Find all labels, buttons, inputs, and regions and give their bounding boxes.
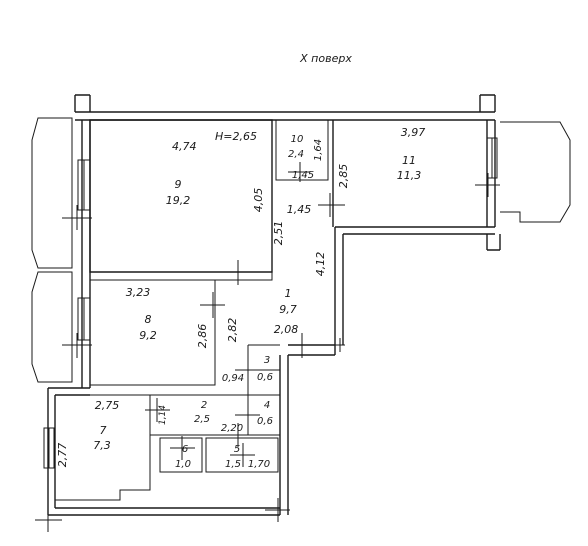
room-7-dim-width: 2,75 xyxy=(95,399,120,412)
room-2-dim-a: 1,14 xyxy=(158,405,168,425)
room-7-number: 7 xyxy=(100,424,107,437)
room-1-area: 9,7 xyxy=(279,303,297,316)
tick-marks xyxy=(35,162,500,532)
room-8-dim-height: 2,86 xyxy=(196,324,209,349)
room-10-area: 2,4 xyxy=(288,149,304,160)
ceiling-height-label: H=2,65 xyxy=(215,130,257,143)
room-8-dim-width: 3,23 xyxy=(126,286,151,299)
room-7-area: 7,3 xyxy=(93,439,111,452)
room-11-dim-height: 2,85 xyxy=(337,164,350,189)
room-3-area: 0,6 xyxy=(257,372,273,383)
windows xyxy=(43,137,498,469)
floor-title: X поверх xyxy=(299,52,352,65)
room-1-number: 1 xyxy=(285,287,292,300)
room-1-dim-b: 4,12 xyxy=(314,252,327,277)
room-11-dim-width: 3,97 xyxy=(401,126,426,139)
room-4-number: 4 xyxy=(264,400,270,411)
room-10-dim-width: 1,45 xyxy=(292,170,314,181)
room-3-dim: 0,94 xyxy=(222,373,244,384)
room-8-number: 8 xyxy=(145,313,152,326)
room-11-number: 11 xyxy=(402,154,416,167)
neighbour-wings xyxy=(31,117,571,383)
room-10-dim-height: 1,64 xyxy=(313,139,324,161)
room-2-area: 2,5 xyxy=(194,414,210,425)
room-6-number: 6 xyxy=(182,444,188,455)
room-3-number: 3 xyxy=(264,355,270,366)
room-7-dim-height: 2,77 xyxy=(56,443,69,468)
room-6-area: 1,0 xyxy=(175,459,191,470)
room-11-area: 11,3 xyxy=(397,169,422,182)
room-5-area: 1,5 xyxy=(225,459,241,470)
room-1-dim-c: 1,45 xyxy=(287,203,312,216)
room-2-number: 2 xyxy=(201,400,207,411)
room-1-dim-d: 2,82 xyxy=(226,318,239,343)
room-1-dim-e: 2,08 xyxy=(274,323,299,336)
room-10-number: 10 xyxy=(291,134,304,145)
room-1-dim-a: 2,51 xyxy=(272,221,285,246)
room-4-area: 0,6 xyxy=(257,416,273,427)
room-9-dim-width: 4,74 xyxy=(172,140,197,153)
room-5-number: 5 xyxy=(234,444,240,455)
room-9-number: 9 xyxy=(175,178,182,191)
room-8-area: 9,2 xyxy=(139,329,157,342)
room-9-area: 19,2 xyxy=(166,194,191,207)
room-5-dim: 1,70 xyxy=(248,459,270,470)
interior-walls xyxy=(55,119,334,501)
room-2-dim-b: 2,20 xyxy=(221,423,243,434)
room-9-dim-height: 4,05 xyxy=(252,188,265,213)
outer-walls xyxy=(47,94,501,516)
